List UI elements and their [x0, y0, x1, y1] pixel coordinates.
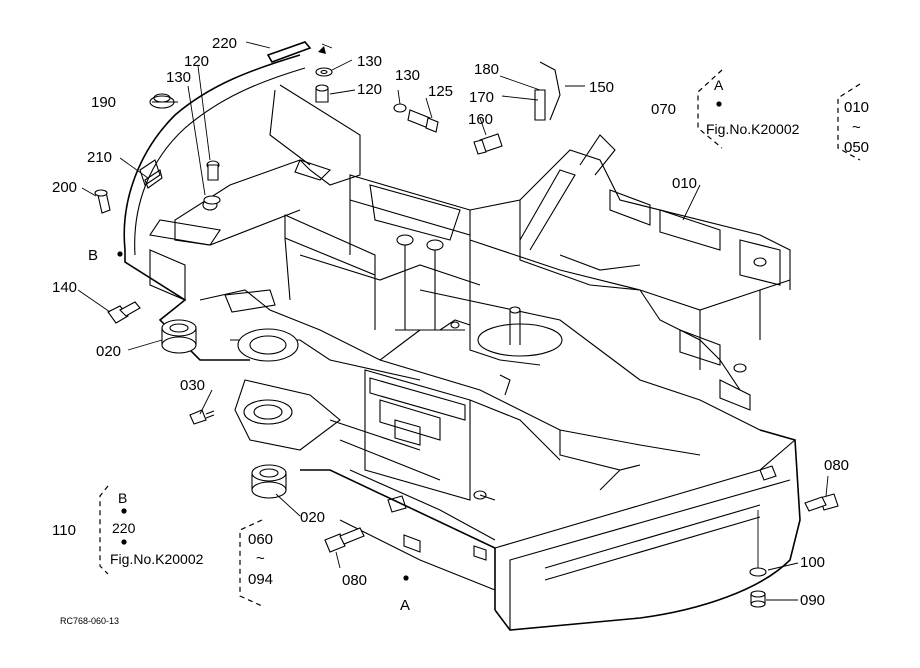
- label-b-left: B: [88, 247, 98, 264]
- pointer-dot-a: [403, 575, 409, 581]
- label-180: 180: [474, 61, 499, 78]
- label-190: 190: [91, 94, 116, 111]
- ref-a-fig: Fig.No.K20002: [706, 121, 800, 137]
- pointer-dot-b: [117, 251, 123, 257]
- ref-b-item: 220: [112, 520, 136, 536]
- label-130-top: 130: [357, 53, 382, 70]
- label-130-right: 130: [395, 67, 420, 84]
- range-010-tilde: ~: [852, 119, 861, 136]
- label-010-right: 010: [672, 175, 697, 192]
- right-frame: [469, 134, 791, 411]
- label-120-right: 120: [357, 81, 382, 98]
- range-010-050: 010 ~ 050: [844, 99, 869, 156]
- label-a-bottom: A: [400, 597, 410, 614]
- bracket-ref-b: [99, 485, 109, 575]
- ref-a-letter: A: [714, 77, 724, 93]
- label-100: 100: [800, 554, 825, 571]
- ref-b-dot-2: [121, 539, 127, 545]
- bracket-range-010: [837, 83, 861, 161]
- label-030: 030: [180, 377, 205, 394]
- base-plate: [379, 289, 761, 491]
- swing-bracket: [199, 214, 421, 451]
- leaders: [77, 41, 829, 601]
- bracket-ref-a: [697, 69, 723, 149]
- ref-a-dot: [716, 101, 722, 107]
- label-020-a: 020: [96, 343, 121, 360]
- label-140: 140: [52, 279, 77, 296]
- label-110: 110: [52, 522, 76, 539]
- ref-b-dot-1: [121, 508, 127, 514]
- range-060-from: 060: [248, 531, 273, 548]
- part-labels: 220 120 130 130 190 120 130 125 180 170 …: [52, 35, 849, 614]
- reference-a: A Fig.No.K20002: [706, 77, 800, 137]
- label-080-right: 080: [824, 457, 849, 474]
- range-060-tilde: ~: [256, 550, 265, 567]
- range-060-094: 060 ~ 094: [248, 531, 273, 588]
- label-150: 150: [589, 79, 614, 96]
- range-010-to: 050: [844, 139, 869, 156]
- label-220-top: 220: [212, 35, 237, 52]
- frame-skirt: [123, 54, 801, 631]
- label-090: 090: [800, 592, 825, 609]
- center-beams: [299, 174, 481, 331]
- drawing-code: RC768-060-13: [60, 616, 119, 626]
- reference-b: B 220 Fig.No.K20002: [110, 490, 204, 567]
- label-170: 170: [469, 89, 494, 106]
- label-210: 210: [87, 149, 112, 166]
- label-125: 125: [428, 83, 453, 100]
- pointer-arrow: [318, 46, 326, 54]
- label-070: 070: [651, 101, 676, 118]
- label-160: 160: [468, 111, 493, 128]
- label-020-b: 020: [300, 509, 325, 526]
- ref-b-letter: B: [118, 490, 127, 506]
- range-010-from: 010: [844, 99, 869, 116]
- label-200: 200: [52, 179, 77, 196]
- label-120-top: 120: [184, 53, 209, 70]
- bracket-range-060: [239, 519, 263, 607]
- ref-b-fig: Fig.No.K20002: [110, 551, 204, 567]
- label-130-left: 130: [166, 69, 191, 86]
- hardware: [94, 41, 839, 608]
- range-060-to: 094: [248, 571, 273, 588]
- lower-panel: [329, 369, 561, 501]
- label-080-bottom: 080: [342, 572, 367, 589]
